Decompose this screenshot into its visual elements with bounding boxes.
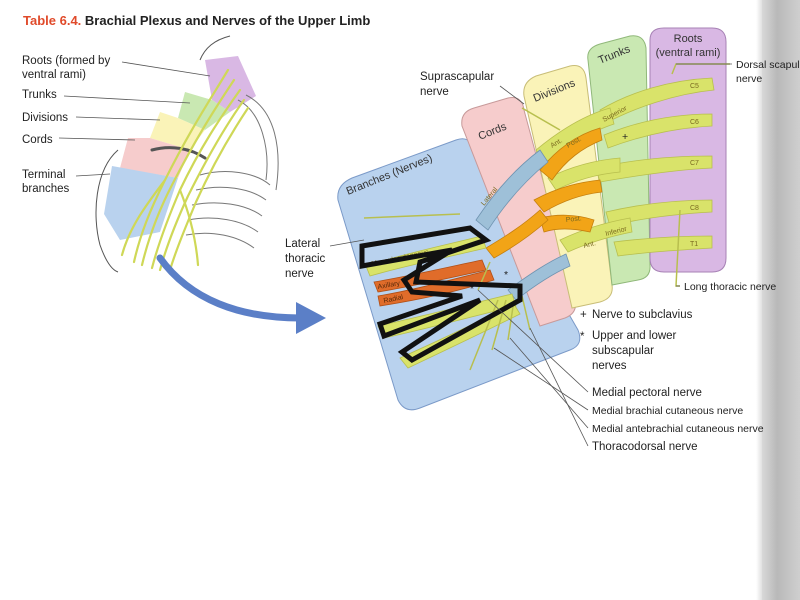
label-subscapular-line1: Upper and lower: [592, 330, 677, 342]
table-number: Table 6.4.: [23, 13, 82, 28]
label-trunks: Trunks: [22, 89, 57, 101]
label-long-thoracic: Long thoracic nerve: [684, 281, 776, 293]
symbol-subclavius-legend: +: [580, 309, 587, 321]
right-leaders: [329, 63, 732, 447]
inner-t1: T1: [690, 241, 698, 248]
left-nerves: [120, 68, 250, 272]
left-figure: Roots (formed by ventral rami) Trunks Di…: [22, 35, 279, 273]
inner-ant-2: Ant.: [583, 240, 597, 250]
label-suprascapular-line2: nerve: [420, 86, 449, 98]
page-edge-shadow: [756, 0, 762, 600]
label-medial-brachial: Medial brachial cutaneous nerve: [592, 405, 743, 417]
symbol-subscapular-diagram-2: *: [504, 269, 508, 281]
inner-axillary: Axillary: [377, 280, 401, 291]
inner-c6: C6: [690, 119, 699, 126]
right-figure: Branches (Nerves) Cords Divisions Trunks…: [285, 27, 800, 453]
root-nerves: [595, 77, 715, 257]
left-leaders: [58, 61, 211, 177]
symbol-subscapular-legend: *: [580, 331, 585, 343]
region-roots-label-line1: Roots: [674, 33, 703, 45]
inner-c5: C5: [690, 83, 699, 90]
label-subscapular-line2: subscapular: [592, 345, 654, 357]
inner-c7: C7: [690, 160, 699, 167]
label-divisions: Divisions: [22, 112, 68, 124]
left-clavicle: [150, 146, 207, 160]
label-medial-pectoral: Medial pectoral nerve: [592, 387, 702, 399]
label-cords: Cords: [22, 134, 53, 146]
label-nerve-subclavius: Nerve to subclavius: [592, 309, 693, 321]
label-thoracodorsal: Thoracodorsal nerve: [592, 441, 697, 453]
label-dorsal-scapular-line1: Dorsal scapular: [736, 59, 800, 71]
trunk-division-nerves: [535, 107, 633, 253]
label-lateral-thoracic-line2: thoracic: [285, 253, 326, 265]
page-edge: [762, 0, 800, 600]
highlight-outline: [359, 225, 523, 363]
label-roots-line2: ventral rami): [22, 69, 86, 81]
label-suprascapular-line1: Suprascapular: [420, 71, 494, 83]
inner-post-2: Post.: [565, 215, 582, 224]
posterior-divisions: [533, 127, 603, 233]
label-lateral-thoracic-line1: Lateral: [285, 238, 320, 250]
label-terminal-line2: branches: [22, 183, 70, 195]
table-title: Table 6.4. Brachial Plexus and Nerves of…: [23, 13, 370, 28]
left-neck-outline: [199, 35, 231, 61]
label-lateral-thoracic-line3: nerve: [285, 268, 314, 280]
table-title-text: Brachial Plexus and Nerves of the Upper …: [84, 13, 371, 28]
left-divisions-zone: [150, 112, 205, 150]
label-terminal-line1: Terminal: [22, 169, 65, 181]
cord-nerves: [475, 149, 571, 301]
label-roots-line1: Roots (formed by: [22, 55, 110, 67]
label-dorsal-scapular-line2: nerve: [736, 73, 762, 85]
label-subscapular-line3: nerves: [592, 360, 627, 372]
symbol-subclavius-diagram: +: [622, 131, 628, 143]
left-shoulder-outline: [95, 149, 119, 273]
inner-c8: C8: [690, 205, 699, 212]
left-branches-zone: [104, 166, 178, 240]
region-roots-label-line2: (ventral rami): [656, 47, 721, 59]
symbol-subscapular-diagram-1: *: [470, 283, 474, 295]
label-medial-antebrachial: Medial antebrachial cutaneous nerve: [592, 423, 764, 435]
zoom-arrow: [156, 254, 326, 334]
inner-radial: Radial: [383, 294, 404, 305]
